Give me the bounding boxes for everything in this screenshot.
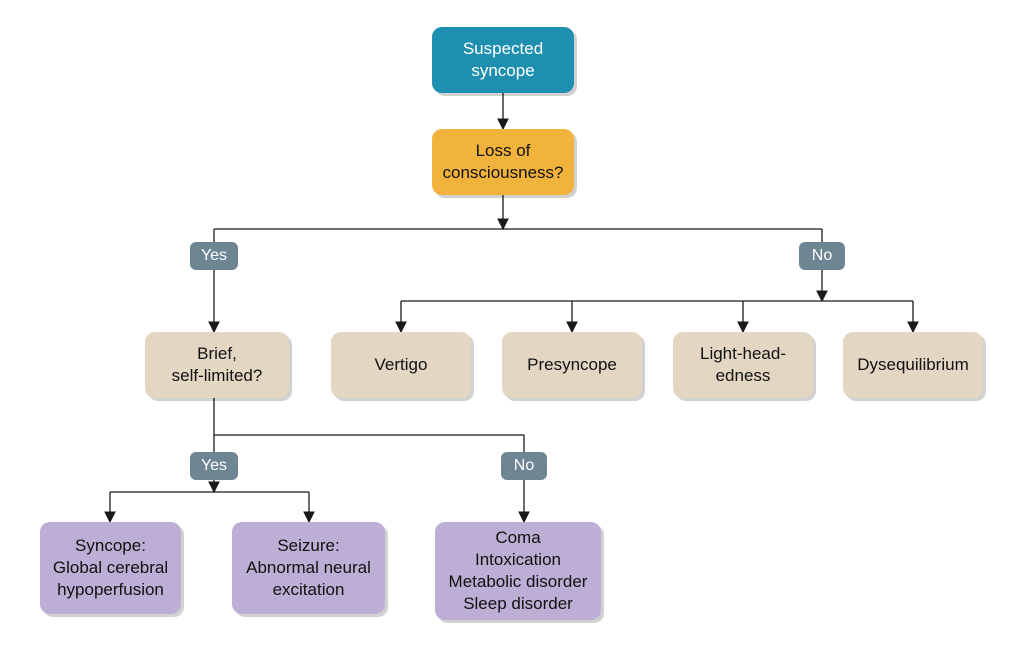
node-line: hypoperfusion (57, 580, 164, 599)
node-seizure: Seizure: Abnormal neural excitation (232, 522, 385, 614)
node-line: Dysequilibrium (857, 355, 969, 374)
node-line: Brief, (197, 344, 237, 363)
node-line: Vertigo (374, 355, 428, 374)
node-line: Syncope: (75, 536, 146, 555)
node-line: Global cerebral (52, 558, 169, 577)
node-line: Seizure: (277, 536, 340, 555)
node-brief-self-limited: Brief, self-limited? (145, 332, 289, 398)
node-line: consciousness? (442, 163, 564, 182)
node-dysequilibrium: Dysequilibrium (843, 332, 983, 398)
node-line: self-limited? (171, 366, 263, 385)
node-line: Suspected (462, 39, 544, 58)
tag-label: No (811, 247, 833, 264)
edges (104, 93, 919, 524)
tag-loc-no: No (799, 242, 845, 270)
node-line: edness (715, 366, 771, 385)
node-line: Metabolic disorder (448, 572, 588, 591)
node-light-headedness: Light-head- edness (673, 332, 813, 398)
tag-loc-yes: Yes (190, 242, 238, 270)
tag-label: Yes (200, 247, 228, 264)
node-presyncope: Presyncope (502, 332, 642, 398)
node-line: Sleep disorder (463, 594, 573, 613)
node-line: Light-head- (699, 344, 786, 363)
node-line: Abnormal neural (246, 558, 371, 577)
node-line: excitation (272, 580, 345, 599)
node-loss-of-consciousness: Loss of consciousness? (432, 129, 574, 195)
node-line: Coma (495, 528, 541, 547)
node-vertigo: Vertigo (331, 332, 471, 398)
node-suspected-syncope: Suspected syncope (432, 27, 574, 93)
tag-brief-no: No (501, 452, 547, 480)
tag-brief-yes: Yes (190, 452, 238, 480)
node-line: Presyncope (527, 355, 617, 374)
node-line: syncope (471, 61, 535, 80)
node-coma-group: Coma Intoxication Metabolic disorder Sle… (435, 522, 601, 620)
tag-label: Yes (200, 457, 228, 474)
node-line: Loss of (475, 141, 531, 160)
tag-label: No (513, 457, 535, 474)
node-line: Intoxication (475, 550, 561, 569)
node-syncope: Syncope: Global cerebral hypoperfusion (40, 522, 181, 614)
